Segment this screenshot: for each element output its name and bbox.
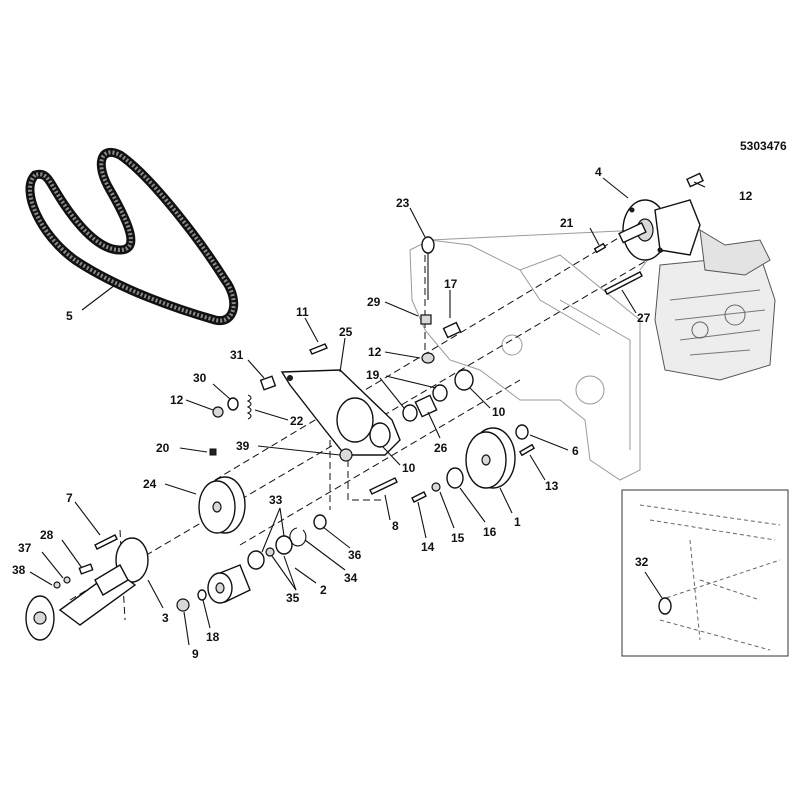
callout-31: 31 bbox=[230, 348, 244, 362]
callout-19: 19 bbox=[366, 368, 380, 382]
washer-30 bbox=[227, 397, 239, 411]
callout-25: 25 bbox=[339, 325, 353, 339]
callout-29: 29 bbox=[367, 295, 381, 309]
bearing-19 bbox=[402, 404, 418, 422]
spacer-26 bbox=[414, 394, 438, 418]
callout-11: 11 bbox=[296, 305, 309, 319]
callout-1: 1 bbox=[514, 515, 521, 529]
callout-21: 21 bbox=[560, 216, 574, 230]
set-screw-20 bbox=[209, 448, 217, 456]
callout-14: 14 bbox=[421, 540, 435, 554]
nut-29 bbox=[420, 314, 432, 325]
callout-9: 9 bbox=[192, 647, 199, 661]
callout-3: 3 bbox=[162, 611, 169, 625]
engine-block bbox=[654, 229, 776, 381]
callout-32: 32 bbox=[635, 555, 649, 569]
bolt-27 bbox=[604, 271, 643, 295]
nut-38 bbox=[53, 581, 61, 589]
callout-10-lower: 10 bbox=[402, 461, 416, 475]
nut-39 bbox=[339, 448, 353, 462]
callout-39: 39 bbox=[236, 439, 250, 453]
collar-6 bbox=[515, 424, 529, 440]
callout-6: 6 bbox=[572, 444, 579, 458]
adapter-housing bbox=[618, 199, 701, 261]
callout-20: 20 bbox=[156, 441, 170, 455]
callout-26: 26 bbox=[434, 441, 448, 455]
washer-18 bbox=[197, 589, 207, 601]
washer-10 bbox=[369, 422, 391, 448]
callout-12-mid: 12 bbox=[368, 345, 382, 359]
nut-12-mid bbox=[421, 352, 435, 364]
callout-36: 36 bbox=[348, 548, 362, 562]
leader-lines bbox=[29, 177, 706, 646]
washer-16 bbox=[446, 467, 464, 489]
bearing-19b bbox=[432, 384, 448, 402]
bolt-17 bbox=[442, 321, 462, 339]
washer-15 bbox=[431, 482, 441, 492]
snap-ring-34 bbox=[289, 527, 307, 547]
spacer-35 bbox=[265, 547, 275, 557]
callout-35: 35 bbox=[286, 591, 300, 605]
detail-inset bbox=[621, 489, 789, 657]
pulley-24 bbox=[198, 476, 246, 534]
callout-33: 33 bbox=[269, 493, 283, 507]
washer-36 bbox=[313, 514, 327, 530]
callout-16: 16 bbox=[483, 525, 497, 539]
callout-30: 30 bbox=[193, 371, 207, 385]
callout-24: 24 bbox=[143, 477, 157, 491]
callout-7: 7 bbox=[66, 491, 73, 505]
bolt-7 bbox=[94, 534, 118, 550]
bolt-28 bbox=[78, 563, 94, 575]
washer-10-top bbox=[454, 369, 474, 391]
callout-23: 23 bbox=[396, 196, 410, 210]
eye-bolt bbox=[421, 236, 435, 300]
callout-15: 15 bbox=[451, 531, 465, 545]
callout-5: 5 bbox=[66, 309, 73, 323]
bolt-11 bbox=[309, 343, 328, 355]
spacer-31 bbox=[259, 375, 277, 391]
key-13 bbox=[518, 443, 536, 457]
drive-shaft-assembly bbox=[25, 537, 149, 641]
key-21 bbox=[593, 242, 607, 254]
drive-belt bbox=[25, 148, 239, 326]
callout-8: 8 bbox=[392, 519, 399, 533]
idler-pulley-2 bbox=[207, 564, 251, 604]
nut-9 bbox=[176, 598, 190, 612]
callout-labels: 1 2 3 4 5 6 7 8 9 10 10 11 12 12 12 13 1… bbox=[12, 165, 753, 661]
seal-32 bbox=[658, 597, 672, 615]
callout-12-left: 12 bbox=[170, 393, 184, 407]
callout-28: 28 bbox=[40, 528, 54, 542]
drive-pulley-1 bbox=[465, 427, 516, 489]
drawing-number: 5303476 bbox=[740, 139, 787, 153]
callout-2: 2 bbox=[320, 583, 327, 597]
bolt-8 bbox=[369, 477, 398, 495]
callout-18: 18 bbox=[206, 630, 220, 644]
callout-22: 22 bbox=[290, 414, 304, 428]
bolt-14 bbox=[411, 491, 427, 503]
nut-12-left bbox=[212, 406, 224, 418]
callout-38: 38 bbox=[12, 563, 26, 577]
callout-27: 27 bbox=[637, 311, 651, 325]
callout-13: 13 bbox=[545, 479, 559, 493]
callout-17: 17 bbox=[444, 277, 458, 291]
callout-12-top-right: 12 bbox=[739, 189, 753, 203]
callout-4: 4 bbox=[595, 165, 602, 179]
callout-37: 37 bbox=[18, 541, 32, 555]
callout-10-top: 10 bbox=[492, 405, 506, 419]
bearing-33a bbox=[247, 550, 265, 570]
spring-22 bbox=[246, 394, 252, 420]
washer-37 bbox=[63, 576, 71, 584]
callout-34: 34 bbox=[344, 571, 358, 585]
